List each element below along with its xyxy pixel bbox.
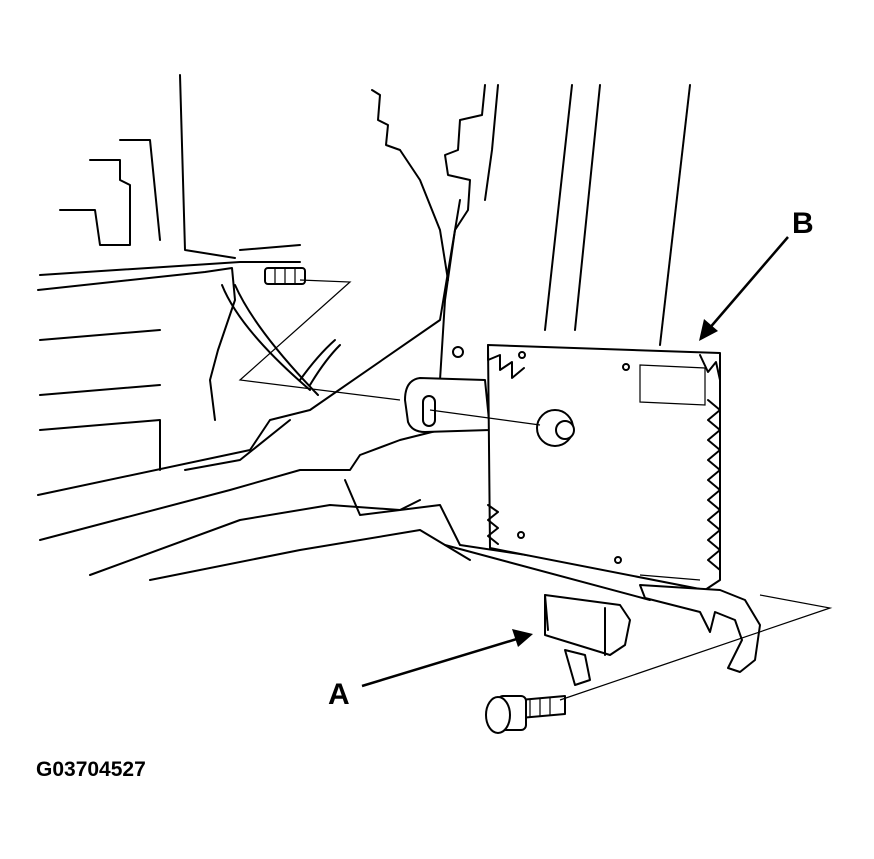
callout-label-a: A [328,678,350,711]
figure-id: G03704527 [36,758,146,781]
callout-arrow-a [361,629,533,688]
mounting-bolt [485,695,566,734]
connector-a [544,594,631,686]
callout-arrow-b [699,236,789,341]
amplifier-module-b [404,344,761,673]
callout-label-b: B [792,207,814,240]
alignment-lines [429,409,833,701]
vehicle-body-structure [37,74,691,581]
